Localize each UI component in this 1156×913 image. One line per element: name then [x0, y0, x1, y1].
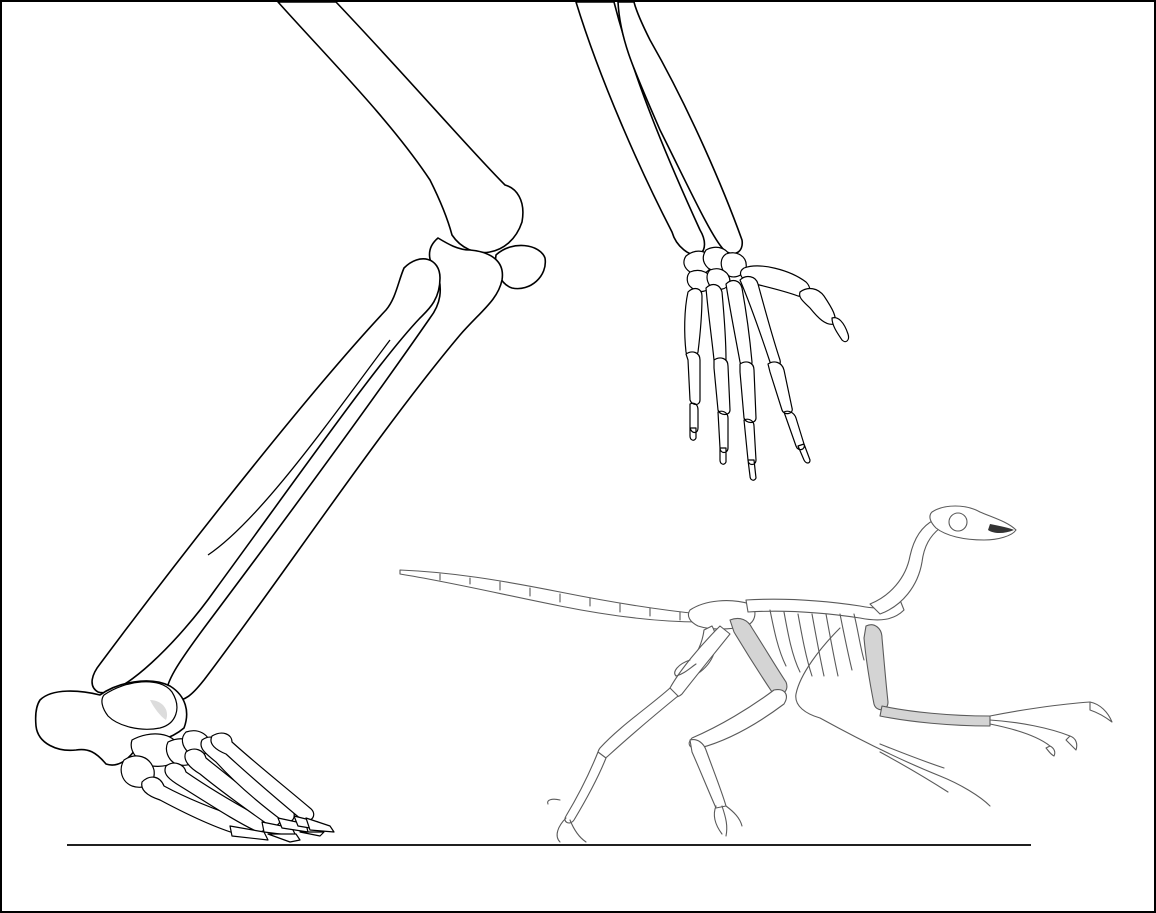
- thumb-distal-phalanx: [832, 318, 849, 342]
- thumb-proximal-phalanx: [800, 289, 836, 325]
- femur-far: [669, 626, 730, 697]
- dinosaur-skeleton: [400, 506, 1112, 842]
- toe-phalanges-5: [306, 818, 334, 832]
- finger-4-phalanges: [768, 362, 810, 463]
- metatarsus-near: [690, 740, 726, 808]
- manus-claws: [1046, 702, 1112, 756]
- skull: [930, 506, 1016, 540]
- neck-vertebrae: [870, 520, 940, 614]
- tibia-near: [689, 690, 786, 749]
- foot-near-digits: [714, 806, 742, 836]
- fibula: [92, 259, 440, 693]
- ribs: [770, 610, 864, 676]
- finger-3-phalanges: [740, 362, 756, 480]
- metatarsus-far: [565, 752, 606, 823]
- forearm: [880, 706, 990, 726]
- finger-metacarpal-2: [706, 285, 726, 366]
- patella: [496, 245, 546, 288]
- finger-2-phalanges: [714, 358, 730, 464]
- toe-tips: [268, 832, 324, 842]
- human-leg-skeleton: [36, 2, 546, 842]
- tail-vertebrae: [400, 570, 700, 622]
- background-arm-digits: [880, 744, 948, 792]
- human-hand-skeleton: [576, 2, 849, 480]
- finger-metacarpal-1: [685, 289, 702, 358]
- femur-near: [730, 618, 787, 694]
- humerus: [864, 625, 888, 710]
- orbit: [949, 513, 967, 531]
- tibia: [166, 238, 502, 701]
- tibia-far: [598, 688, 678, 758]
- finger-1-phalanges: [686, 352, 700, 440]
- femur: [278, 2, 523, 253]
